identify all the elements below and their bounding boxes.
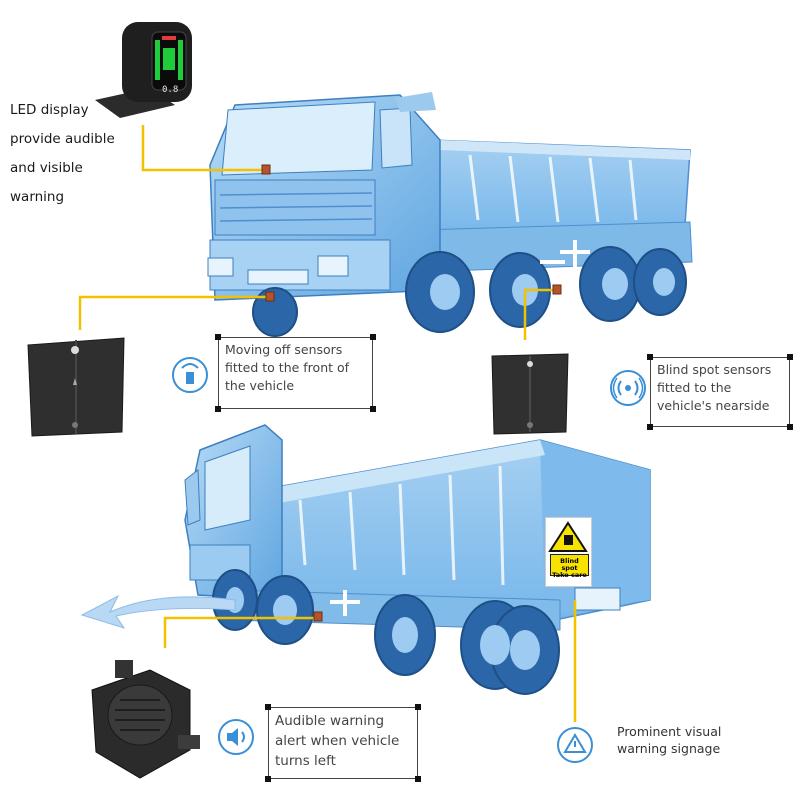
audible-warning-label-box: Audible warning alert when vehicle turns… [265, 704, 421, 782]
sign-text: Blind spot Take care [550, 554, 589, 579]
front-sensors-label-box: Moving off sensors fitted to the front o… [215, 334, 376, 412]
turn-left-arrow [80, 594, 236, 629]
audible-warning-label: Audible warning alert when vehicle turns… [275, 713, 400, 769]
blind-spot-sensor-device [491, 353, 569, 435]
sensor-icon [172, 357, 208, 393]
front-truck [207, 92, 693, 337]
sign-text-line1: Blind spot [560, 557, 579, 572]
callout-lines [78, 125, 577, 722]
led-display-device [95, 22, 192, 118]
sign-warning-icon [548, 521, 588, 552]
front-sensor-device [27, 337, 125, 437]
blind-spot-label-box: Blind spot sensors fitted to the vehicle… [647, 354, 793, 430]
blind-spot-label: Blind spot sensors fitted to the vehicle… [657, 362, 772, 413]
warning-triangle-icon [557, 727, 593, 763]
buzzer-device [91, 660, 200, 779]
led-display-label: LED display provide audible and visible … [10, 102, 115, 205]
sign-text-line2: Take care [552, 571, 587, 579]
display-readout: 0.8 [162, 85, 179, 95]
speaker-icon [218, 719, 254, 755]
blind-spot-sign: Blind spot Take care [545, 517, 592, 587]
front-sensors-label: Moving off sensors fitted to the front o… [225, 342, 350, 393]
radio-waves-icon [610, 370, 646, 406]
visual-signage-label: Prominent visual warning signage [617, 724, 722, 756]
